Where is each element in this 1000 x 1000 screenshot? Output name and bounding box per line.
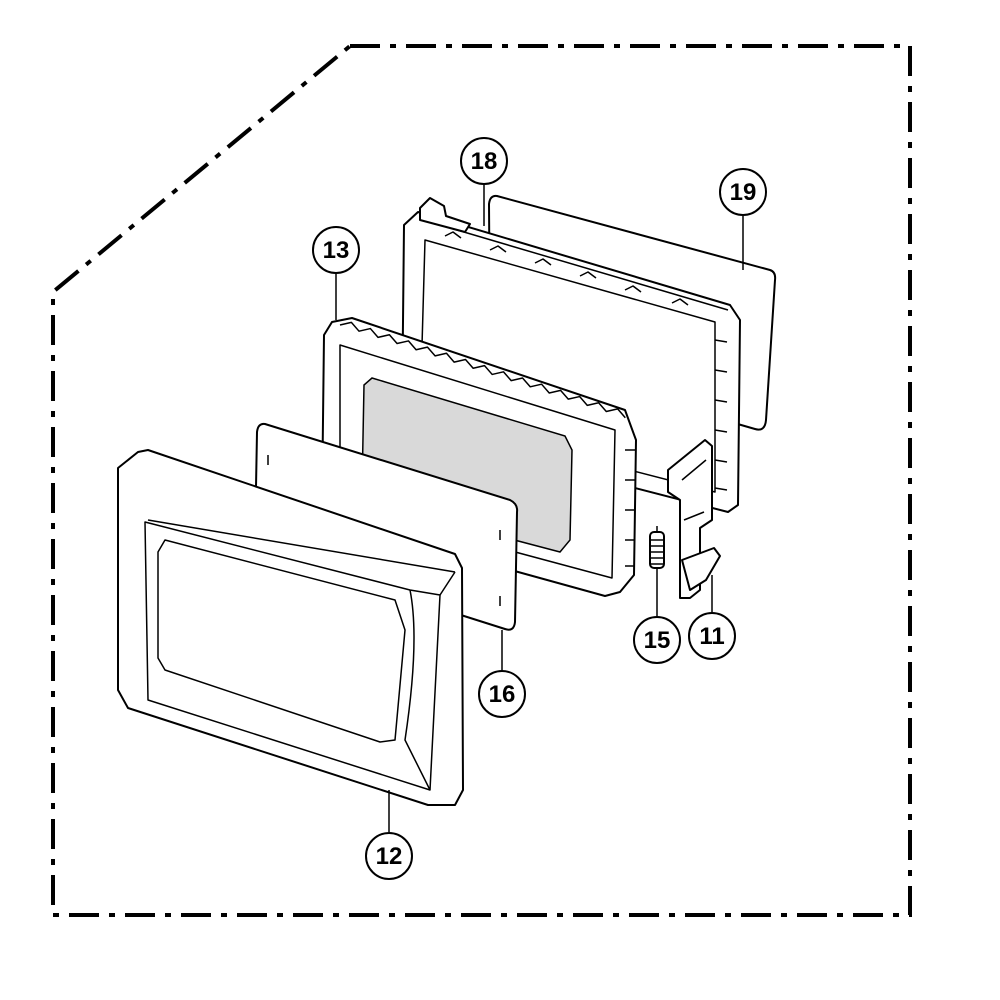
callout-11: 11 [688,612,736,660]
callout-label-11: 11 [699,623,724,650]
leader-lines [335,185,744,832]
callout-13: 13 [312,226,360,274]
callout-label-16: 16 [489,681,516,708]
callout-label-18: 18 [471,148,498,175]
callout-19: 19 [719,168,767,216]
part-11-latch [667,439,721,599]
callout-label-19: 19 [730,179,757,206]
callout-label-12: 12 [376,843,403,870]
callout-18: 18 [460,137,508,185]
callout-15: 15 [633,616,681,664]
part-15-spring [649,526,665,574]
callout-12: 12 [365,832,413,880]
boundary-frame [51,44,912,917]
part-12-outer-door [117,449,464,806]
callout-16: 16 [478,670,526,718]
callout-label-13: 13 [323,237,350,264]
callout-label-15: 15 [644,627,671,654]
